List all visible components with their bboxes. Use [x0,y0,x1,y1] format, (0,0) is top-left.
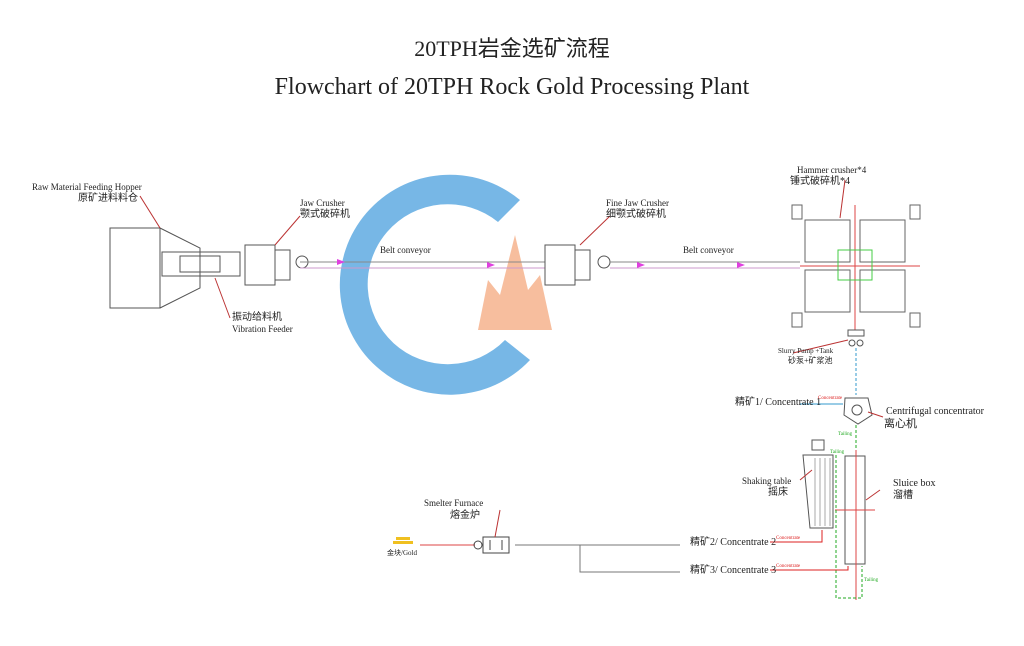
flow-tailing-1: Tailing [838,432,853,437]
concentrate-3-label: 精矿3/ Concentrate 3 [690,565,777,576]
fine-jaw-crusher [544,244,611,286]
flow-concentrate-2: Concentrate [776,536,801,541]
title-zh: 20TPH岩金选矿流程 [414,36,610,61]
furnace-label-en: Smelter Furnace [424,498,484,508]
centrifugal-label-en: Centrifugal concentrator [886,406,985,417]
sluice-label-en: Sluice box [893,478,936,489]
hammer-label-en: Hammer crusher*4 [797,165,867,175]
flow-tailing-2: Tailing [830,450,845,455]
smelter-furnace [473,536,510,554]
belt1-label: Belt conveyor [380,245,431,255]
fine-jaw-label-en: Fine Jaw Crusher [606,198,669,208]
gold-bars [393,537,413,544]
flow-concentrate-3: Concentrate [776,564,801,569]
pump-label-en: Slurry Pump +Tank [778,347,834,355]
hopper-label-en: Raw Material Feeding Hopper [32,182,142,192]
jaw-label-zh: 颚式破碎机 [300,209,350,220]
shaking-label-zh: 摇床 [768,487,788,498]
title-en: Flowchart of 20TPH Rock Gold Processing … [274,74,750,100]
jaw-crusher [244,244,309,286]
concentrate-1-label: 精矿1/ Concentrate 1 [735,397,822,408]
fine-jaw-label-zh: 细颚式破碎机 [606,209,666,220]
slurry-pump [847,329,865,347]
hammer-label-zh: 锤式破碎机*4 [790,176,850,187]
jaw-label-en: Jaw Crusher [300,198,345,208]
furnace-label-zh: 熔金炉 [450,510,480,521]
flow-concentrate-1: Concentrate [818,396,843,401]
feeder-label-zh: 振动给料机 [232,312,282,323]
gold-label: 金块/Gold [387,549,417,557]
centrifugal-label-zh: 离心机 [884,418,917,430]
centrifugal-concentrator [843,397,873,425]
shaking-label-en: Shaking table [742,476,792,486]
shaking-table [802,439,834,529]
sluice-box [835,450,875,600]
feeder-label-en: Vibration Feeder [232,324,293,334]
pump-label-zh: 砂泵+矿浆池 [788,356,833,365]
feeding-hopper [109,227,241,309]
concentrate-2-label: 精矿2/ Concentrate 2 [690,537,777,548]
belt2-label: Belt conveyor [683,245,734,255]
sluice-label-zh: 溜槽 [893,490,913,501]
hopper-label-zh: 原矿进料料仓 [78,193,138,204]
hammer-crushers [791,204,921,330]
flow-tailing-3: Tailing [864,578,879,583]
watermark-logo [339,174,552,395]
